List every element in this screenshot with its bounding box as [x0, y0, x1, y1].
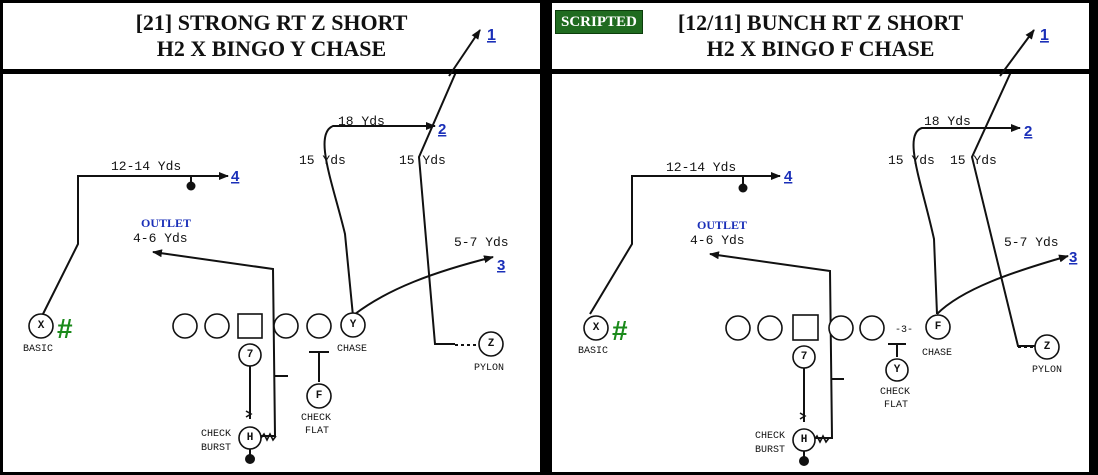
- pylon-label: PYLON: [474, 363, 504, 374]
- read-1-link[interactable]: 1: [1040, 27, 1049, 44]
- play-card-left: [21] STRONG RT Z SHORT H2 X BINGO Y CHAS…: [0, 0, 543, 475]
- check-flat-label-2: FLAT: [305, 426, 329, 437]
- player-y-label: Y: [894, 364, 901, 376]
- check-burst-label-2: BURST: [755, 445, 785, 456]
- yds-18-label: 18 Yds: [338, 114, 385, 129]
- outlet-label: OUTLET: [697, 218, 747, 232]
- play-diagram: X # BASIC -3- F CHASE Z PYLON 7 Y CHECK …: [552, 74, 1089, 472]
- yds-12-14-label: 12-14 Yds: [111, 159, 181, 174]
- lineman: [306, 313, 332, 339]
- yds-4-6-label: 4-6 Yds: [690, 233, 745, 248]
- center: [792, 314, 819, 341]
- yds-5-7-label: 5-7 Yds: [1004, 235, 1059, 250]
- player-f-label: F: [935, 321, 942, 333]
- play-title-line-2: H2 X BINGO Y CHASE: [156, 36, 387, 61]
- player-z: [478, 331, 504, 357]
- lineman: [725, 315, 751, 341]
- player-x: [28, 313, 54, 339]
- play-title-line-1: [21] STRONG RT Z SHORT: [135, 10, 408, 35]
- player-h-label: H: [247, 432, 254, 444]
- read-4-link[interactable]: 4: [784, 168, 793, 185]
- route-7-burst: [245, 410, 253, 418]
- outlet-label: OUTLET: [141, 216, 191, 230]
- yds-15-label-a: 15 Yds: [888, 153, 935, 168]
- player-z: [1034, 334, 1060, 360]
- route-3-out: [354, 255, 494, 315]
- read-3-link[interactable]: 3: [1069, 249, 1077, 266]
- route-7-burst: [799, 412, 807, 420]
- route-h-outlet: [709, 251, 834, 439]
- yds-5-7-label: 5-7 Yds: [454, 235, 509, 250]
- yds-12-14-label: 12-14 Yds: [666, 160, 736, 175]
- player-7-label: 7: [801, 351, 808, 363]
- player-7: [238, 343, 262, 367]
- route-h-outlet: [152, 249, 277, 437]
- lineman: [172, 313, 198, 339]
- play-diagram-canvas: X # BASIC -3- F CHASE Z PYLON 7 Y CHECK …: [578, 74, 1077, 466]
- check-flat-label-2: FLAT: [884, 400, 908, 411]
- route-z-go: [417, 74, 457, 345]
- player-z-label: Z: [488, 338, 495, 350]
- lineman: [204, 313, 230, 339]
- read-2-link[interactable]: 2: [438, 121, 446, 138]
- hash-mark-icon: #: [612, 315, 628, 346]
- check-burst-label-1: CHECK: [755, 431, 785, 442]
- player-z-label: Z: [1044, 341, 1051, 353]
- read-4-link[interactable]: 4: [231, 168, 240, 185]
- route-3-out: [936, 254, 1069, 315]
- lineman: [273, 313, 299, 339]
- play-diagram-canvas: X # BASIC Y CHASE Z PYLON 7 F CHECK FLAT…: [23, 74, 509, 464]
- play-title-header: [21] STRONG RT Z SHORT H2 X BINGO Y CHAS…: [3, 3, 540, 69]
- read-1-link[interactable]: 1: [487, 27, 496, 44]
- player-x-label: X: [593, 322, 600, 334]
- read-3-link[interactable]: 3: [497, 257, 505, 274]
- player-y: [340, 312, 366, 338]
- player-f: [925, 314, 951, 340]
- route-x-bingo: [589, 172, 781, 315]
- player-7: [792, 345, 816, 369]
- play-title-line-1: [12/11] BUNCH RT Z SHORT: [677, 10, 964, 35]
- yds-4-6-label: 4-6 Yds: [133, 231, 188, 246]
- route-h-burst: [260, 432, 277, 442]
- lineman: [757, 315, 783, 341]
- check-burst-label-1: CHECK: [201, 429, 231, 440]
- player-y-label: Y: [350, 319, 357, 331]
- basic-label: BASIC: [23, 344, 53, 355]
- lineman: [828, 315, 854, 341]
- player-f-label: F: [316, 390, 323, 402]
- route-h-burst: [813, 434, 830, 444]
- check-flat-label-1: CHECK: [880, 387, 910, 398]
- play-card-right: [12/11] BUNCH RT Z SHORT H2 X BINGO F CH…: [549, 0, 1092, 475]
- route-x-bingo: [42, 172, 229, 315]
- pylon-label: PYLON: [1032, 365, 1062, 376]
- check-burst-label-2: BURST: [201, 443, 231, 454]
- center: [237, 313, 263, 339]
- check-flat-label-1: CHECK: [301, 413, 331, 424]
- player-x-label: X: [38, 320, 45, 332]
- player-y: [885, 358, 909, 382]
- hash-mark-icon: #: [57, 313, 73, 344]
- play-diagram: X # BASIC Y CHASE Z PYLON 7 F CHECK FLAT…: [3, 74, 540, 472]
- player-h-label: H: [801, 434, 808, 446]
- yds-15-label-b: 15 Yds: [950, 153, 997, 168]
- read-2-link[interactable]: 2: [1024, 123, 1032, 140]
- split-minus-3: -3-: [895, 325, 913, 336]
- yds-15-label-a: 15 Yds: [299, 153, 346, 168]
- chase-label: CHASE: [337, 344, 367, 355]
- player-x: [583, 315, 609, 341]
- yds-18-label: 18 Yds: [924, 114, 971, 129]
- route-z-go: [970, 74, 1035, 347]
- chase-label: CHASE: [922, 348, 952, 359]
- basic-label: BASIC: [578, 346, 608, 357]
- player-7-label: 7: [247, 349, 254, 361]
- yds-15-label-b: 15 Yds: [399, 153, 446, 168]
- scripted-badge: SCRIPTED: [555, 10, 643, 34]
- lineman: [859, 315, 885, 341]
- route-y-chase: [323, 122, 436, 317]
- route-f-chase: [912, 124, 1021, 315]
- player-f: [306, 383, 332, 409]
- play-title-line-2: H2 X BINGO F CHASE: [706, 36, 935, 61]
